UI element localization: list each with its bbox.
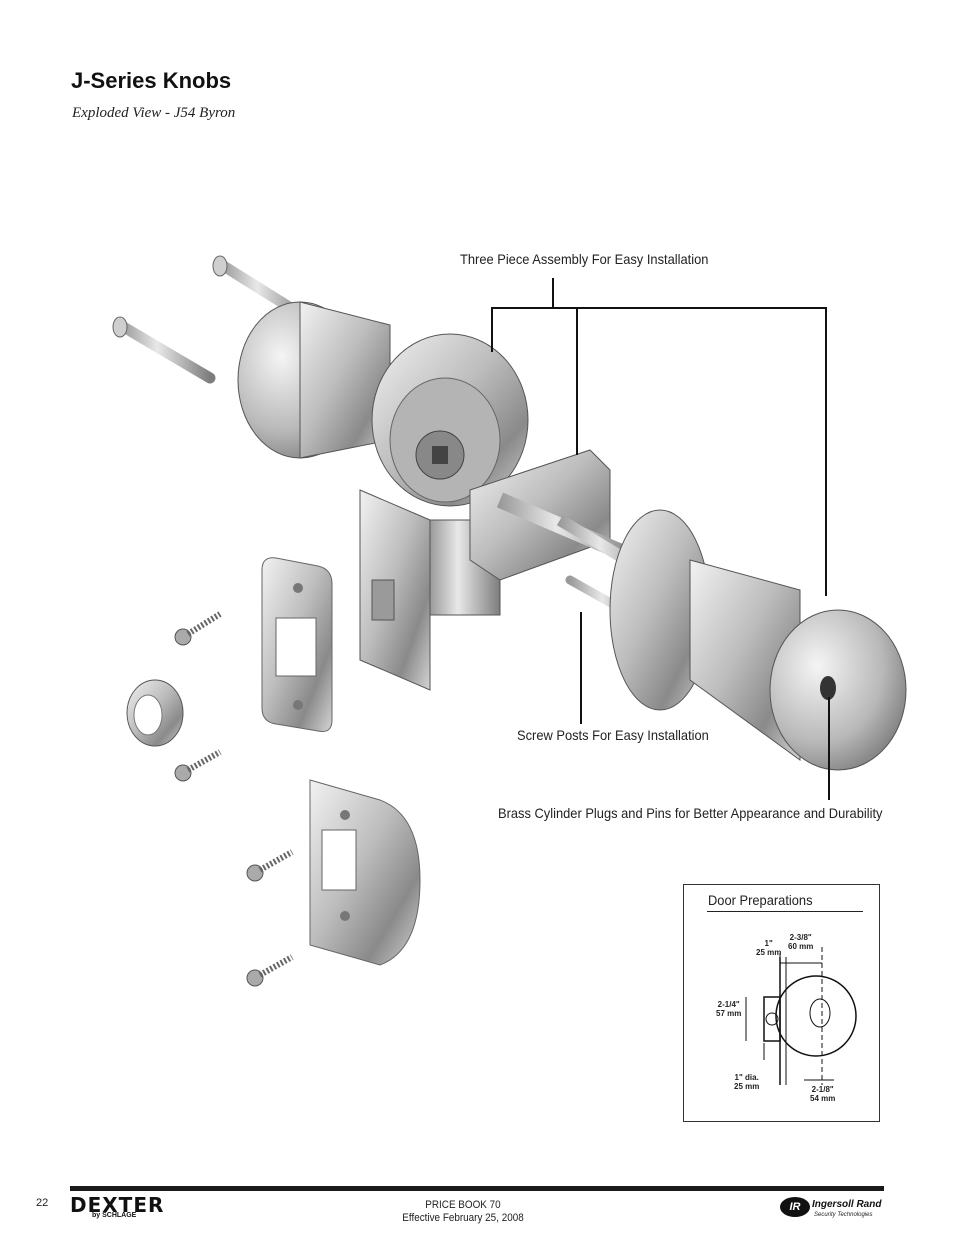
ingersoll-rand-name: Ingersoll Rand <box>812 1199 882 1210</box>
dim-backset-in: 1" <box>764 939 773 948</box>
wood-screw-2 <box>174 749 222 782</box>
assembly-callout-lines <box>491 278 827 596</box>
footer-rule <box>70 1186 884 1191</box>
dim-backset-mm: 25 mm <box>756 948 782 957</box>
door-preparations-box: Door Preparations 1" 25 mm 2-3/8" 60 mm … <box>683 884 880 1122</box>
by-schlage-logo: by SCHLAGE <box>92 1212 137 1219</box>
footer-price-book: PRICE BOOK 70 Effective February 25, 200… <box>373 1199 553 1225</box>
drive-in-collar <box>126 679 184 747</box>
ingersoll-rand-tagline: Security Technologies <box>814 1212 873 1218</box>
dim-height-in: 2-1/4" <box>717 1000 740 1009</box>
page-number: 22 <box>36 1197 49 1209</box>
dim-width: 2-1/8" 54 mm <box>810 1085 835 1103</box>
callout-cylinder: Brass Cylinder Plugs and Pins for Better… <box>498 805 883 821</box>
page-subtitle: Exploded View - J54 Byron <box>72 105 236 121</box>
dim-backset: 1" 25 mm <box>756 939 781 957</box>
latch-faceplate <box>261 557 333 732</box>
inside-rose <box>371 333 529 507</box>
inside-knob <box>237 301 391 459</box>
dim-height: 2-1/4" 57 mm <box>716 1000 741 1018</box>
price-book-label: PRICE BOOK 70 <box>425 1199 501 1211</box>
page-title: J-Series Knobs <box>71 68 232 93</box>
wood-screw-3 <box>246 849 294 882</box>
dim-hole-mm: 25 mm <box>734 1082 760 1091</box>
latch-assembly <box>359 489 501 691</box>
dim-hole-in: 1" dia. <box>734 1073 759 1082</box>
dim-bore-in: 2-3/8" <box>789 933 812 942</box>
callout-screw-posts: Screw Posts For Easy Installation <box>517 727 709 743</box>
outside-knob <box>609 509 907 771</box>
door-preparations-title: Door Preparations <box>708 892 813 908</box>
dim-bore-mm: 60 mm <box>788 942 814 951</box>
door-preparations-rule <box>707 911 863 912</box>
door-preparation-diagram <box>745 947 857 1085</box>
strike-plate <box>309 779 421 966</box>
ingersoll-rand-logo-icon: IR <box>780 1197 810 1217</box>
spindle-housing <box>469 449 664 586</box>
dexter-logo: DEXTER <box>70 1193 165 1217</box>
callout-assembly: Three Piece Assembly For Easy Installati… <box>460 251 709 267</box>
effective-date: Effective February 25, 2008 <box>402 1212 524 1224</box>
dim-height-mm: 57 mm <box>716 1009 742 1018</box>
dim-bore: 2-3/8" 60 mm <box>788 933 813 951</box>
wood-screw-1 <box>174 611 222 646</box>
dim-width-mm: 54 mm <box>810 1094 836 1103</box>
wood-screw-4 <box>246 954 294 987</box>
mounting-screw-lower <box>112 316 216 384</box>
dim-hole: 1" dia. 25 mm <box>734 1073 759 1091</box>
dim-width-in: 2-1/8" <box>811 1085 834 1094</box>
